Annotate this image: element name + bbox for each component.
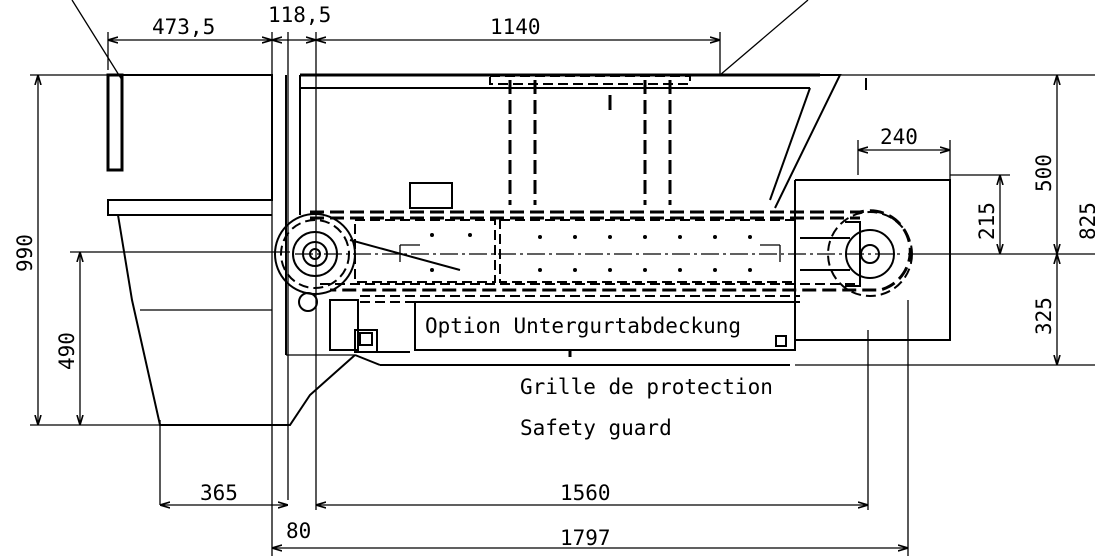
dim-1560: 1560 — [560, 481, 611, 505]
dim-473-5: 473,5 — [152, 15, 215, 39]
label-option-untergurtabdeckung: Option Untergurtabdeckung — [425, 314, 741, 338]
dim-1797: 1797 — [560, 526, 611, 550]
label-safety-guard: Safety guard — [520, 416, 672, 440]
dim-365: 365 — [200, 481, 238, 505]
upper-frame — [299, 73, 867, 215]
dim-1140: 1140 — [490, 15, 541, 39]
dim-490: 490 — [55, 332, 79, 370]
dim-240: 240 — [880, 125, 918, 149]
lower-guard — [354, 301, 796, 366]
dim-118-5: 118,5 — [268, 3, 331, 27]
guard-box-right — [794, 179, 951, 341]
dim-990: 990 — [13, 234, 37, 272]
dim-825: 825 — [1076, 202, 1095, 240]
hopper — [106, 73, 356, 426]
dim-325: 325 — [1032, 297, 1056, 335]
belt-rivets — [430, 233, 752, 272]
dim-215: 215 — [975, 202, 999, 240]
dimension-lines — [38, 40, 1057, 548]
tail-pulley — [800, 211, 913, 297]
dim-500: 500 — [1032, 154, 1056, 192]
label-grille-de-protection: Grille de protection — [520, 375, 773, 399]
dim-80: 80 — [286, 519, 311, 543]
drive-pulley — [274, 213, 378, 353]
conveyor-belt — [295, 182, 912, 303]
